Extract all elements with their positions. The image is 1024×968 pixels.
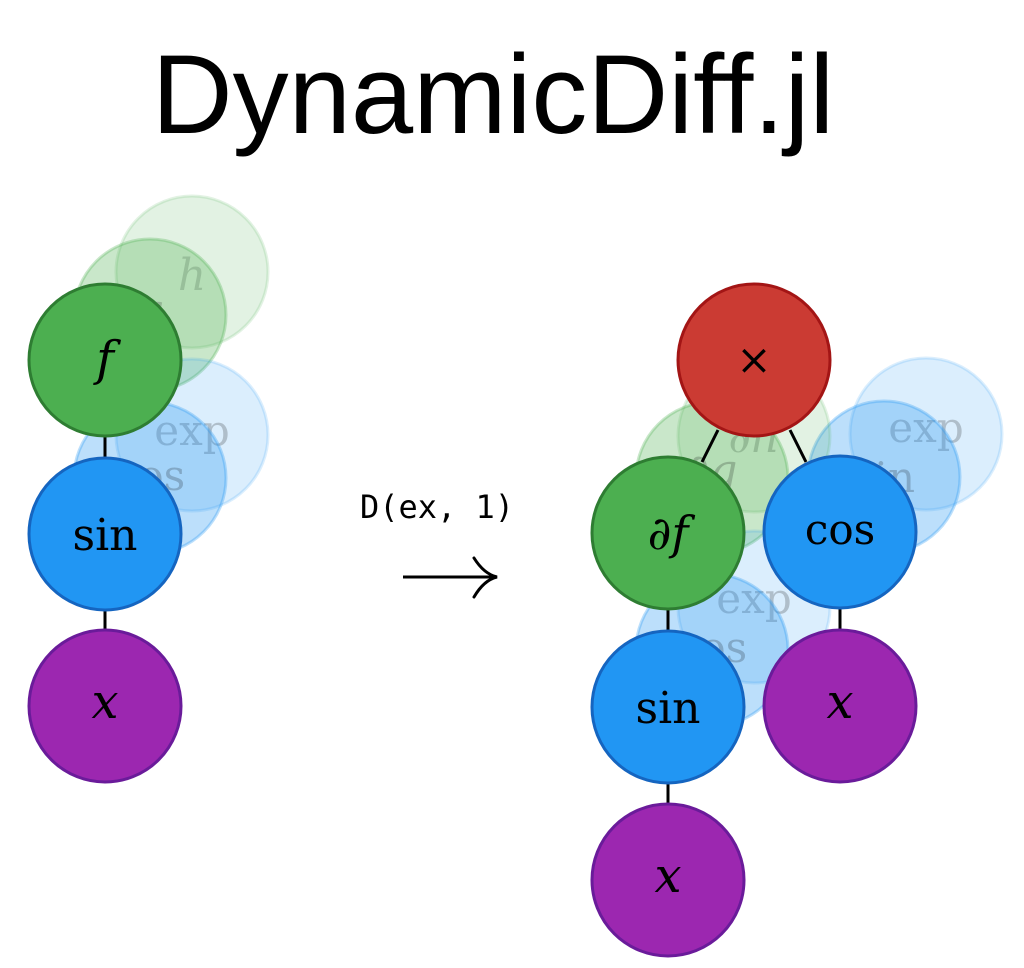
node-label-x: x: [91, 674, 118, 730]
ghost-label-exp-bottom: exp: [716, 574, 791, 623]
output-node-sin: sin: [590, 629, 746, 785]
node-label-x-left: x: [654, 848, 681, 904]
node-circle: [27, 628, 183, 784]
edge-times-cos: [788, 429, 808, 463]
ghost-label-h: h: [178, 250, 206, 301]
node-circle: [762, 454, 918, 610]
output-tree: exp sin ∂h ∂g exp cos ×: [590, 282, 1004, 958]
output-node-df: ∂f: [590, 455, 746, 611]
node-label-sin: sin: [73, 510, 138, 561]
node-circle: [590, 455, 746, 611]
node-circle: [590, 802, 746, 958]
output-node-cos: cos: [762, 454, 918, 610]
node-circle: [762, 628, 918, 784]
node-circle: [27, 282, 183, 438]
node-label-x-right: x: [826, 674, 853, 730]
output-node-x-right: x: [762, 628, 918, 784]
input-tree: h g exp cos f sin x: [27, 194, 270, 784]
differentiation-operation: D(ex, 1): [360, 488, 514, 599]
input-node-f: f: [27, 282, 183, 438]
right-arrow-icon: [403, 556, 498, 599]
input-node-x: x: [27, 628, 183, 784]
node-label-sin: sin: [636, 683, 701, 734]
page-title: DynamicDiff.jl: [152, 32, 835, 157]
node-circle: [590, 629, 746, 785]
operation-label: D(ex, 1): [360, 488, 514, 526]
output-node-times: ×: [676, 282, 832, 438]
node-circle: [676, 282, 832, 438]
node-label-cos: cos: [805, 505, 875, 554]
ghost-label-exp-top: exp: [888, 403, 963, 452]
node-label-times: ×: [736, 335, 771, 384]
node-circle: [27, 456, 183, 612]
ghost-label-exp: exp: [154, 406, 229, 455]
input-node-sin: sin: [27, 456, 183, 612]
edge-times-df: [700, 429, 720, 463]
node-label-df: ∂f: [648, 506, 696, 560]
output-node-x-left: x: [590, 802, 746, 958]
